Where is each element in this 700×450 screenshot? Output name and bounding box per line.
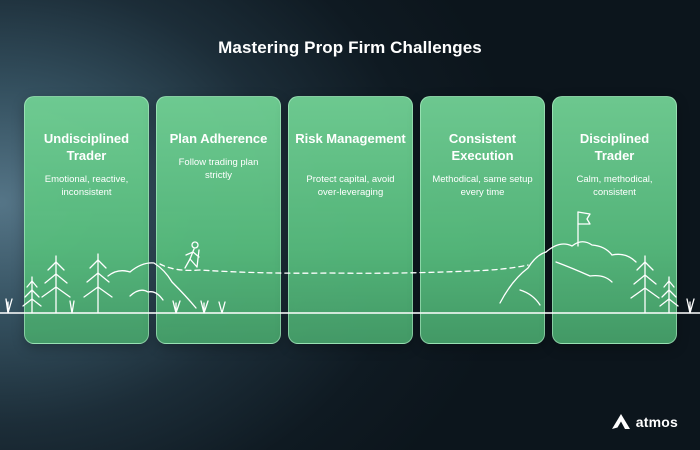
grass-tuft-icon bbox=[200, 300, 209, 314]
pine-tree-icon bbox=[41, 255, 71, 314]
stage-title: Plan Adherence bbox=[169, 131, 268, 146]
stage-description: Follow trading plan strictly bbox=[178, 157, 259, 181]
grass-tuft-icon bbox=[218, 301, 226, 314]
grass-tuft-icon bbox=[69, 300, 75, 314]
stage-description: Emotional, reactive, inconsistent bbox=[44, 174, 129, 198]
pine-tree-icon bbox=[22, 276, 42, 314]
dashed-trail-path bbox=[159, 263, 529, 274]
pine-tree-icon bbox=[83, 253, 113, 314]
summit-flag-icon bbox=[577, 211, 591, 247]
diagram-title: Mastering Prop Firm Challenges bbox=[218, 38, 482, 57]
atmos-logo-icon bbox=[611, 414, 630, 429]
stage-title: Consistent Execution bbox=[448, 131, 517, 163]
stage-title: Undisciplined Trader bbox=[43, 131, 130, 163]
stage-card-disciplined-trader: Disciplined Trader Calm, methodical, con… bbox=[552, 96, 677, 344]
grass-tuft-icon bbox=[686, 298, 695, 314]
stage-card-undisciplined-trader: Undisciplined Trader Emotional, reactive… bbox=[24, 96, 149, 344]
stage-card-plan-adherence: Plan Adherence Follow trading plan stric… bbox=[156, 96, 281, 344]
stage-card-risk-management: Risk Management Protect capital, avoid o… bbox=[288, 96, 413, 344]
mountain-icon bbox=[107, 262, 197, 309]
hiker-icon bbox=[184, 241, 200, 269]
pine-tree-icon bbox=[659, 276, 679, 314]
grass-tuft-icon bbox=[5, 298, 13, 314]
grass-tuft-icon bbox=[172, 300, 181, 314]
stage-description: Protect capital, avoid over-leveraging bbox=[306, 174, 395, 198]
stage-title: Disciplined Trader bbox=[579, 131, 650, 163]
stage-description: Calm, methodical, consistent bbox=[576, 174, 653, 198]
mountain-icon bbox=[499, 241, 637, 306]
stage-title: Risk Management bbox=[295, 131, 406, 146]
brand-name: atmos bbox=[635, 414, 678, 430]
pine-tree-icon bbox=[630, 255, 660, 314]
stage-description: Methodical, same setup every time bbox=[432, 174, 533, 198]
stage-card-consistent-execution: Consistent Execution Methodical, same se… bbox=[420, 96, 545, 344]
brand-logo: atmos bbox=[611, 411, 678, 433]
